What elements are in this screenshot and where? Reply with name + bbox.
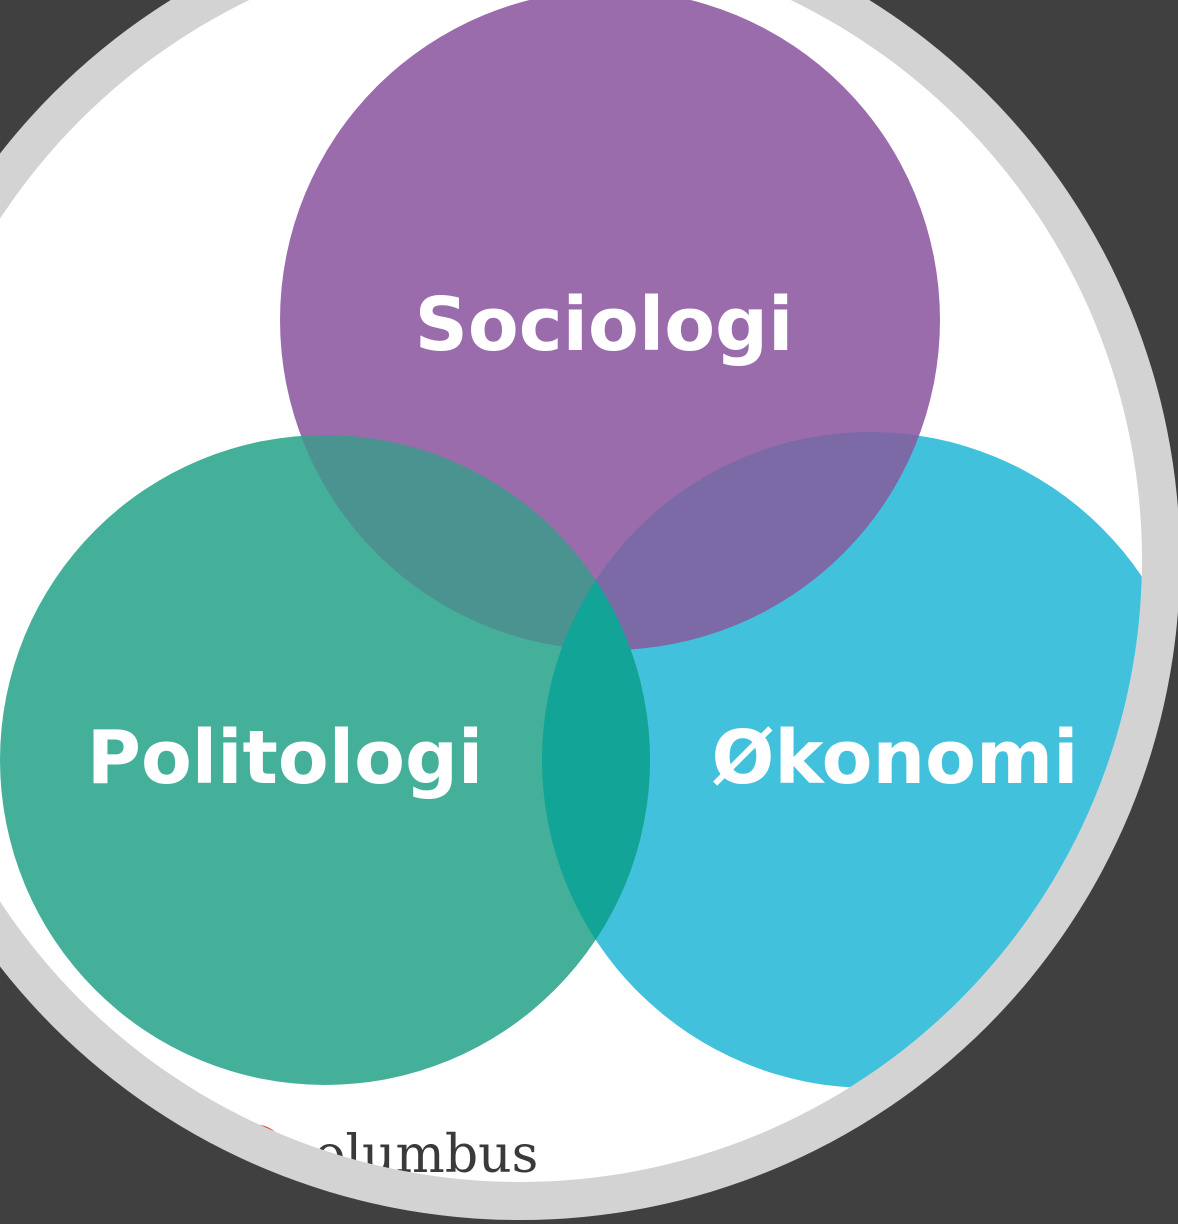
sociologi-okonomi-overlap xyxy=(542,432,940,650)
sociologi-politologi-overlap xyxy=(280,435,650,650)
venn-group xyxy=(0,0,1142,1088)
politologi-label: Politologi xyxy=(87,715,484,801)
okonomi-label: Økonomi xyxy=(712,715,1079,801)
sociologi-label: Sociologi xyxy=(415,282,794,368)
